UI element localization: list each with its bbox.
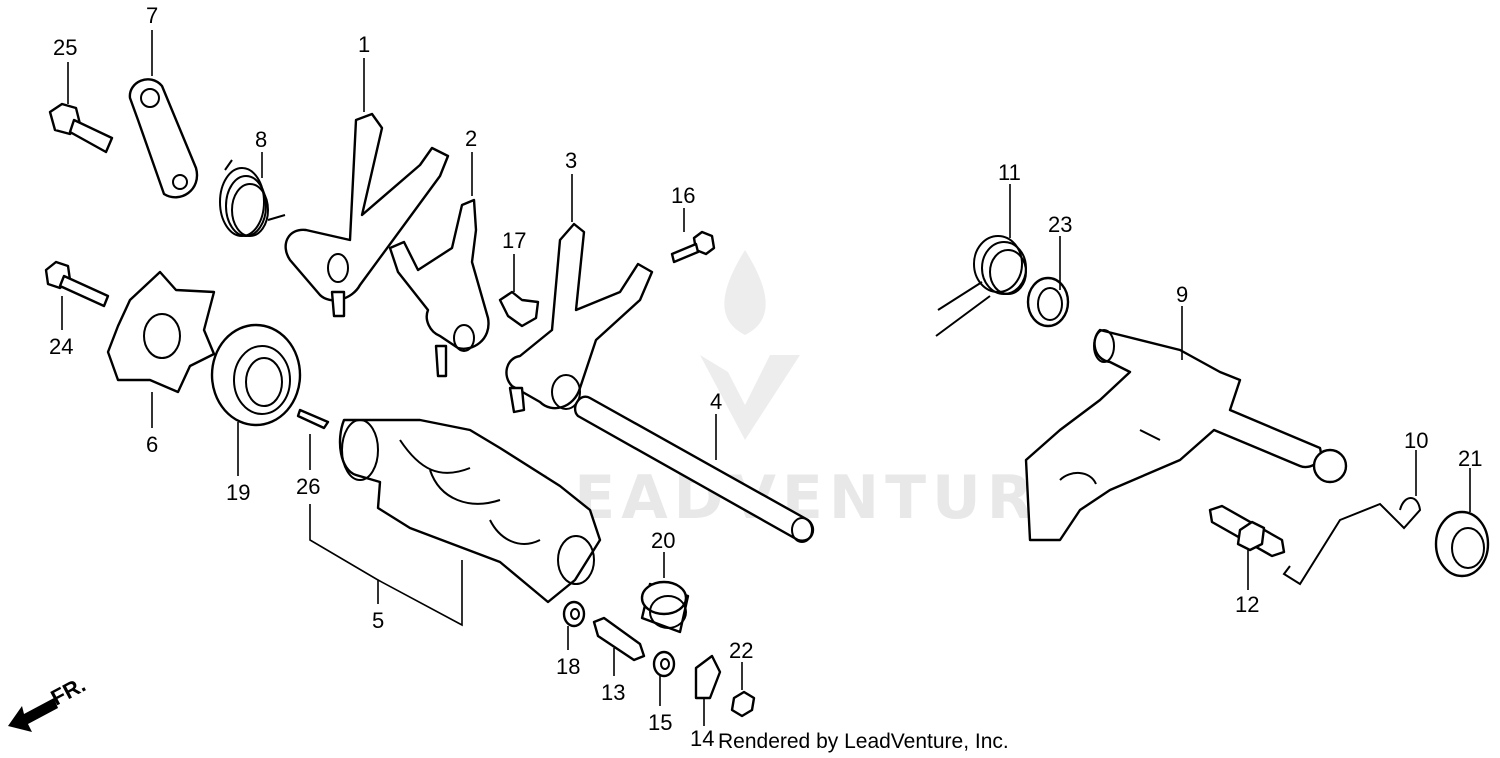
- label-13: 13: [601, 680, 625, 705]
- label-23: 23: [1048, 212, 1072, 237]
- part-1-shift-fork: [284, 112, 450, 318]
- label-26: 26: [296, 474, 320, 499]
- label-19: 19: [226, 480, 250, 505]
- front-direction-indicator: FR.: [8, 672, 90, 732]
- label-12: 12: [1235, 592, 1259, 617]
- part-13-neutral-switch: [592, 616, 646, 662]
- label-7: 7: [146, 3, 158, 28]
- part-15-washer: [652, 650, 676, 678]
- label-15: 15: [648, 710, 672, 735]
- part-11-spring: [935, 235, 1027, 337]
- part-22-nut: [730, 690, 756, 718]
- label-1: 1: [358, 32, 370, 57]
- label-5: 5: [372, 608, 384, 633]
- label-17: 17: [502, 228, 526, 253]
- part-25-flange-bolt: [48, 102, 114, 154]
- part-2-shift-fork: [388, 198, 490, 378]
- part-18-washer: [562, 600, 586, 628]
- front-arrow-icon: [8, 698, 58, 732]
- part-16-screw: [670, 230, 716, 264]
- label-22: 22: [729, 638, 753, 663]
- part-4-fork-shaft: [573, 395, 815, 543]
- part-7-stopper-arm: [128, 78, 199, 199]
- part-21-oil-seal: [1434, 510, 1490, 578]
- part-24-bolt: [44, 260, 110, 308]
- part-19-bearing: [210, 323, 302, 427]
- part-10-return-spring: [1282, 497, 1422, 586]
- part-9-gearshift-spindle: [1024, 328, 1348, 542]
- label-2: 2: [465, 126, 477, 151]
- label-11: 11: [998, 160, 1021, 185]
- part-3-shift-fork: [505, 222, 654, 414]
- label-3: 3: [565, 148, 577, 173]
- label-16: 16: [671, 183, 695, 208]
- label-21: 21: [1458, 446, 1482, 471]
- label-4: 4: [710, 389, 722, 414]
- leader-lines: [61, 30, 1471, 726]
- label-18: 18: [556, 654, 580, 679]
- label-24: 24: [49, 334, 73, 359]
- part-5-shift-drum: [338, 418, 602, 604]
- label-8: 8: [255, 127, 267, 152]
- part-17-clip: [498, 290, 540, 328]
- label-14: 14: [690, 726, 714, 751]
- part-26-pin: [296, 408, 330, 430]
- part-20-collar: [640, 580, 690, 634]
- label-10: 10: [1404, 428, 1428, 453]
- part-12-stud: [1208, 504, 1286, 558]
- label-25: 25: [53, 35, 77, 60]
- part-labels: 25 7 8 1 2 3 16 17 4 24 6 19 26 5 20 18 …: [49, 3, 1482, 751]
- label-6: 6: [146, 432, 158, 457]
- part-23-circlip: [1026, 276, 1070, 328]
- label-9: 9: [1176, 282, 1188, 307]
- label-20: 20: [651, 528, 675, 553]
- credit-text: Rendered by LeadVenture, Inc.: [718, 730, 1009, 753]
- part-8-spring: [219, 159, 286, 237]
- part-6-star-plate: [106, 270, 216, 394]
- part-14-clip: [694, 654, 722, 700]
